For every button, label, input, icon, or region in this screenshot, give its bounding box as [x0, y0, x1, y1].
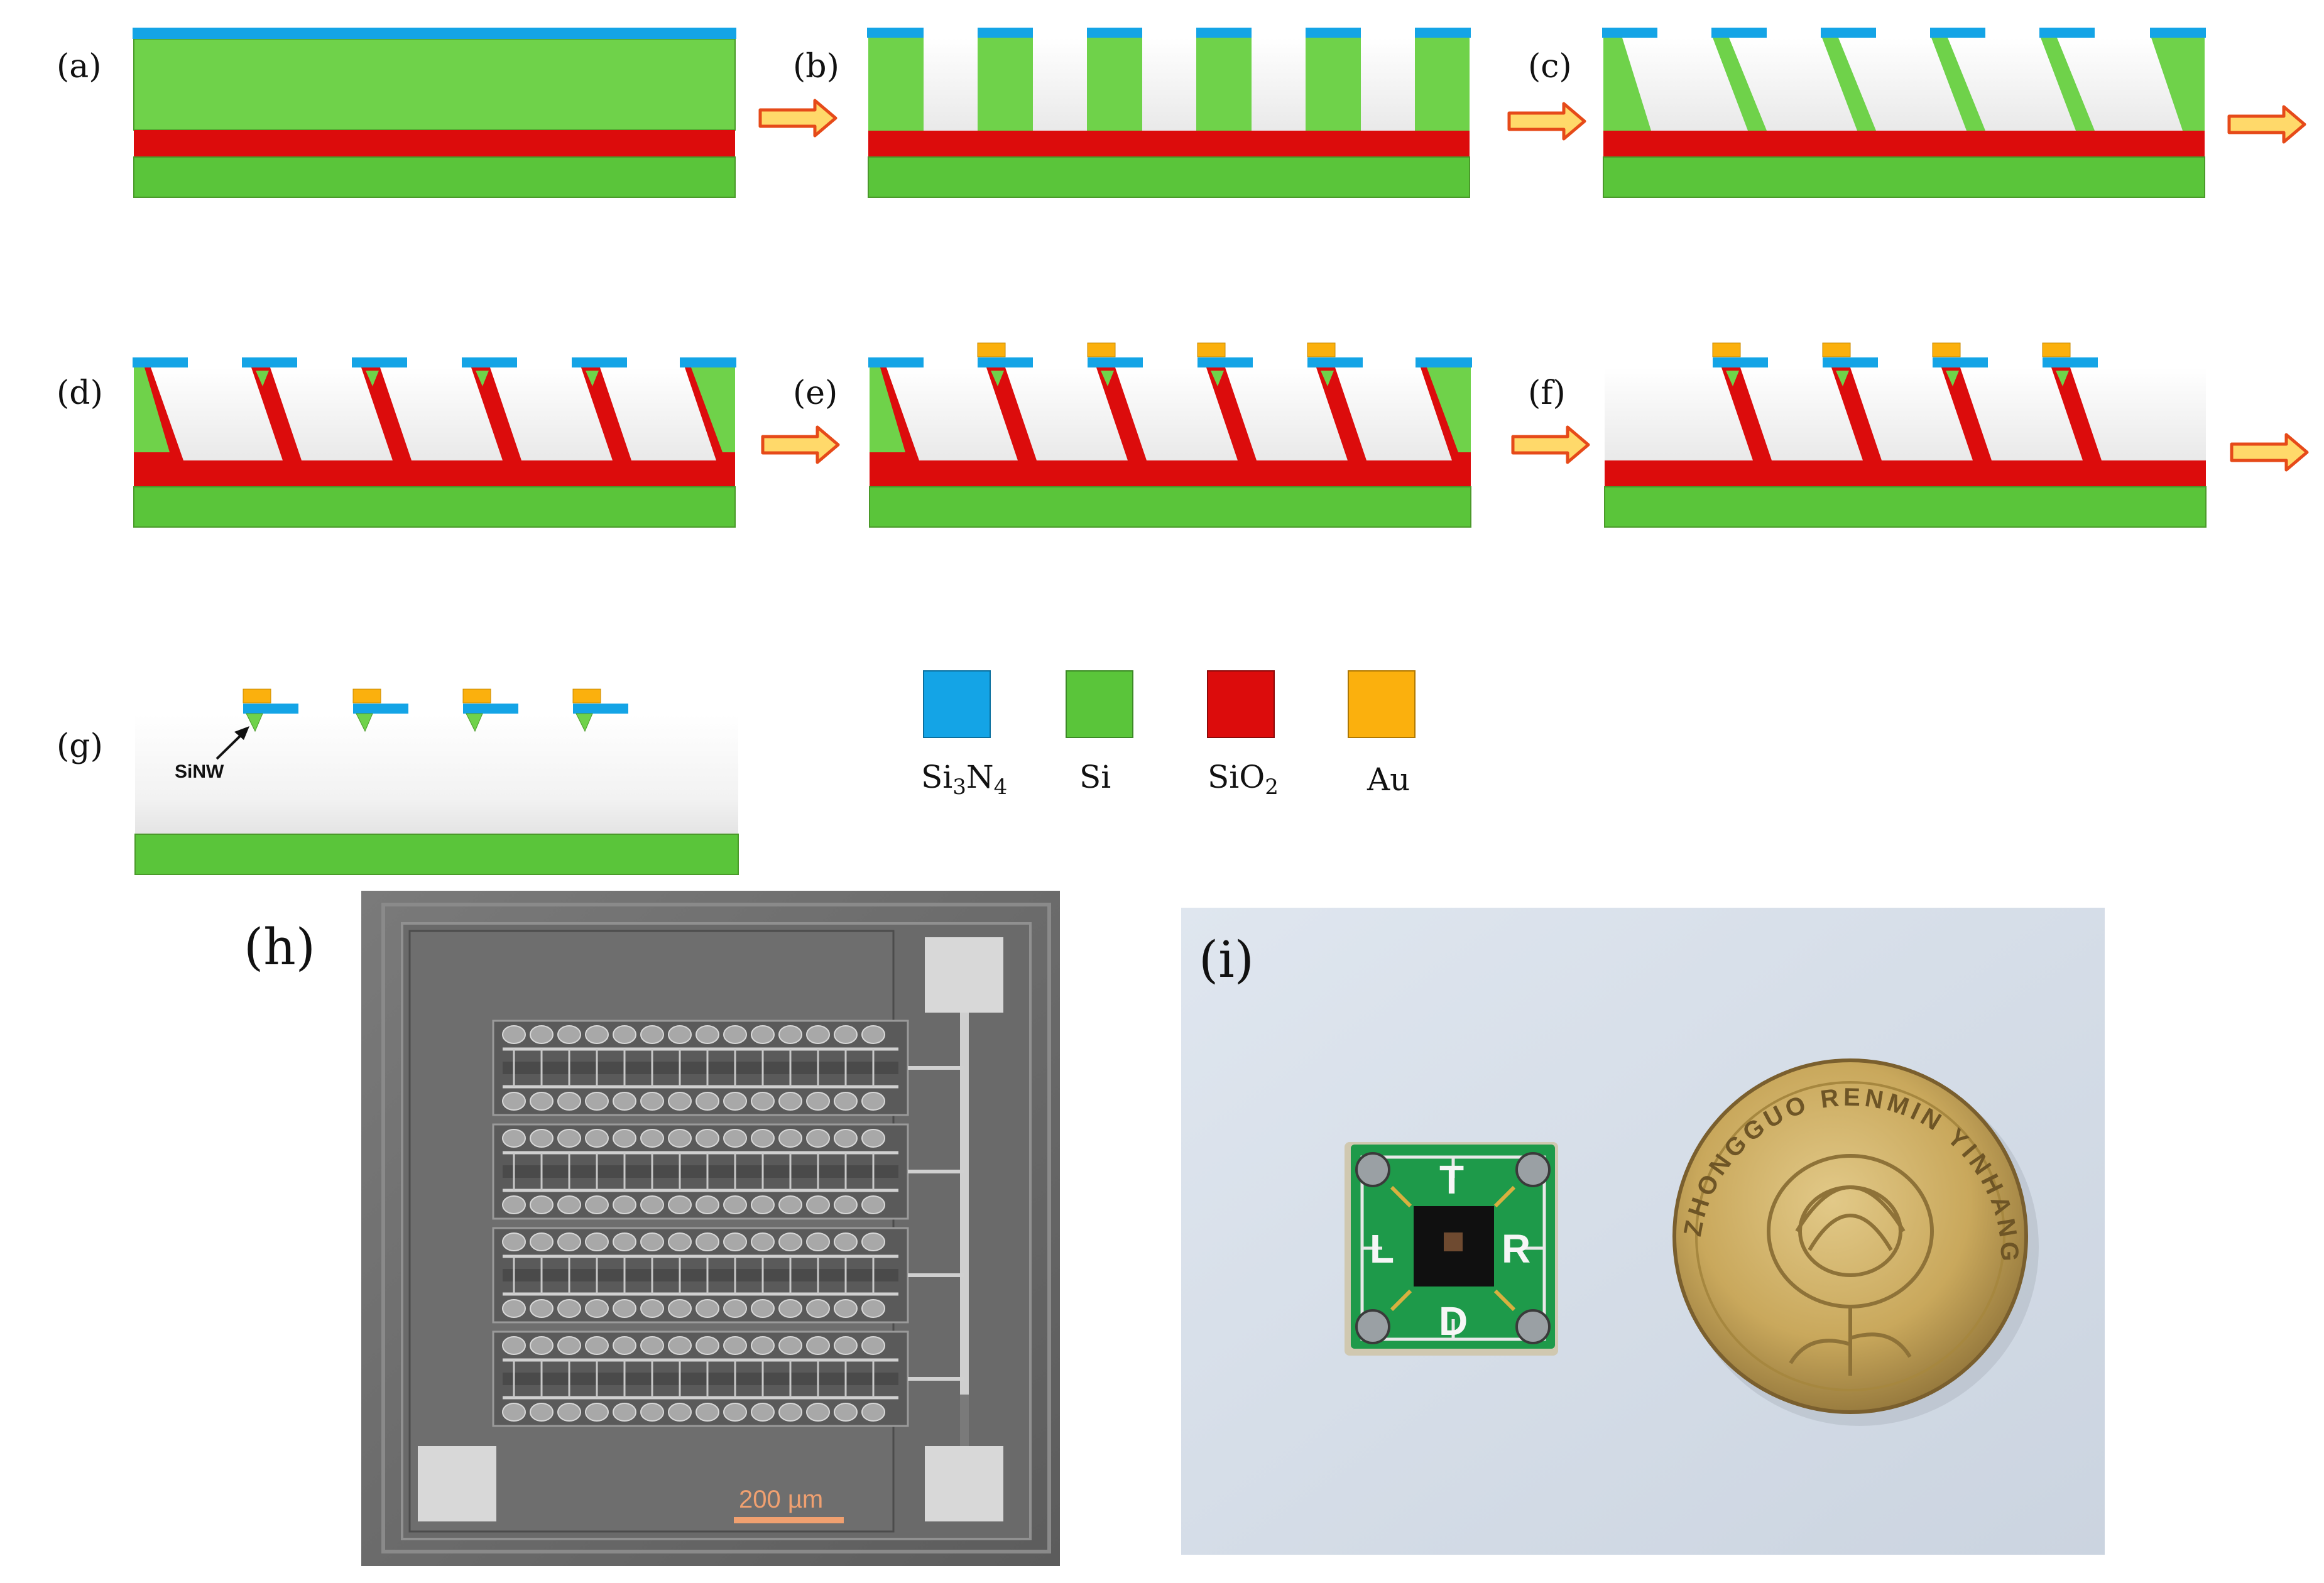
arrow-d-e: [761, 425, 840, 464]
legend-label-si3n4: Si3N4: [921, 759, 1007, 800]
sem-scale-bar: [734, 1517, 844, 1523]
label-g: (g): [57, 727, 103, 765]
coin: [1672, 1058, 2028, 1414]
arrow-f-g: [2230, 433, 2309, 472]
sem-pad-bottom-right: [925, 1446, 1003, 1521]
label-i: (i): [1199, 930, 1254, 989]
arrow-a-b: [758, 99, 837, 138]
sem-pad-bottom-left: [418, 1446, 496, 1521]
arrow-e-f: [1511, 425, 1590, 464]
panel-d: [133, 357, 736, 528]
label-a: (a): [57, 48, 102, 85]
panel-f: [1604, 342, 2207, 528]
arrow-c-d: [2227, 105, 2306, 144]
process-arrows: [758, 99, 2309, 472]
pcb-letter-bottom: D: [1439, 1298, 1468, 1344]
coin-flower: [1767, 1154, 1934, 1376]
sem-pad-top-right: [925, 937, 1003, 1013]
pcb-screws: [1355, 1152, 1551, 1344]
siNW-arrowhead: [234, 726, 249, 740]
panel-g: SiNW: [134, 688, 739, 875]
pcb-letter-right: R: [1502, 1226, 1530, 1271]
legend-swatch-au: [1348, 670, 1416, 738]
arrow-b-c: [1507, 102, 1586, 141]
sem-scale-label: 200 µm: [739, 1486, 823, 1513]
legend-label-si: Si: [1079, 759, 1111, 795]
panel-a: [133, 28, 736, 198]
legend-label-sio2: SiO2: [1208, 759, 1279, 800]
sem-cantilever-array: [492, 1020, 964, 1427]
legend: Si3N4 Si SiO2 Au: [921, 670, 1416, 800]
sem-image: 200 µm: [361, 891, 1060, 1566]
panel-b: [867, 28, 1471, 198]
label-f: (f): [1528, 374, 1566, 412]
device-photo: ZHONGGUO RENMIN YINHANG T L R D: [1181, 908, 2105, 1555]
label-b: (b): [793, 48, 839, 85]
panel-e: [868, 342, 1472, 528]
label-e: (e): [793, 374, 837, 412]
siNW-label: SiNW: [175, 761, 224, 782]
legend-swatch-si3n4: [923, 670, 991, 738]
pcb-letter-left: L: [1370, 1226, 1394, 1271]
legend-swatch-si: [1066, 670, 1133, 738]
panel-c: [1602, 28, 2206, 198]
pcb-letter-top: T: [1439, 1157, 1464, 1202]
legend-swatch-sio2: [1207, 670, 1275, 738]
label-d: (d): [57, 374, 103, 412]
legend-label-au: Au: [1367, 761, 1410, 798]
label-h: (h): [244, 918, 315, 976]
label-c: (c): [1528, 48, 1572, 85]
